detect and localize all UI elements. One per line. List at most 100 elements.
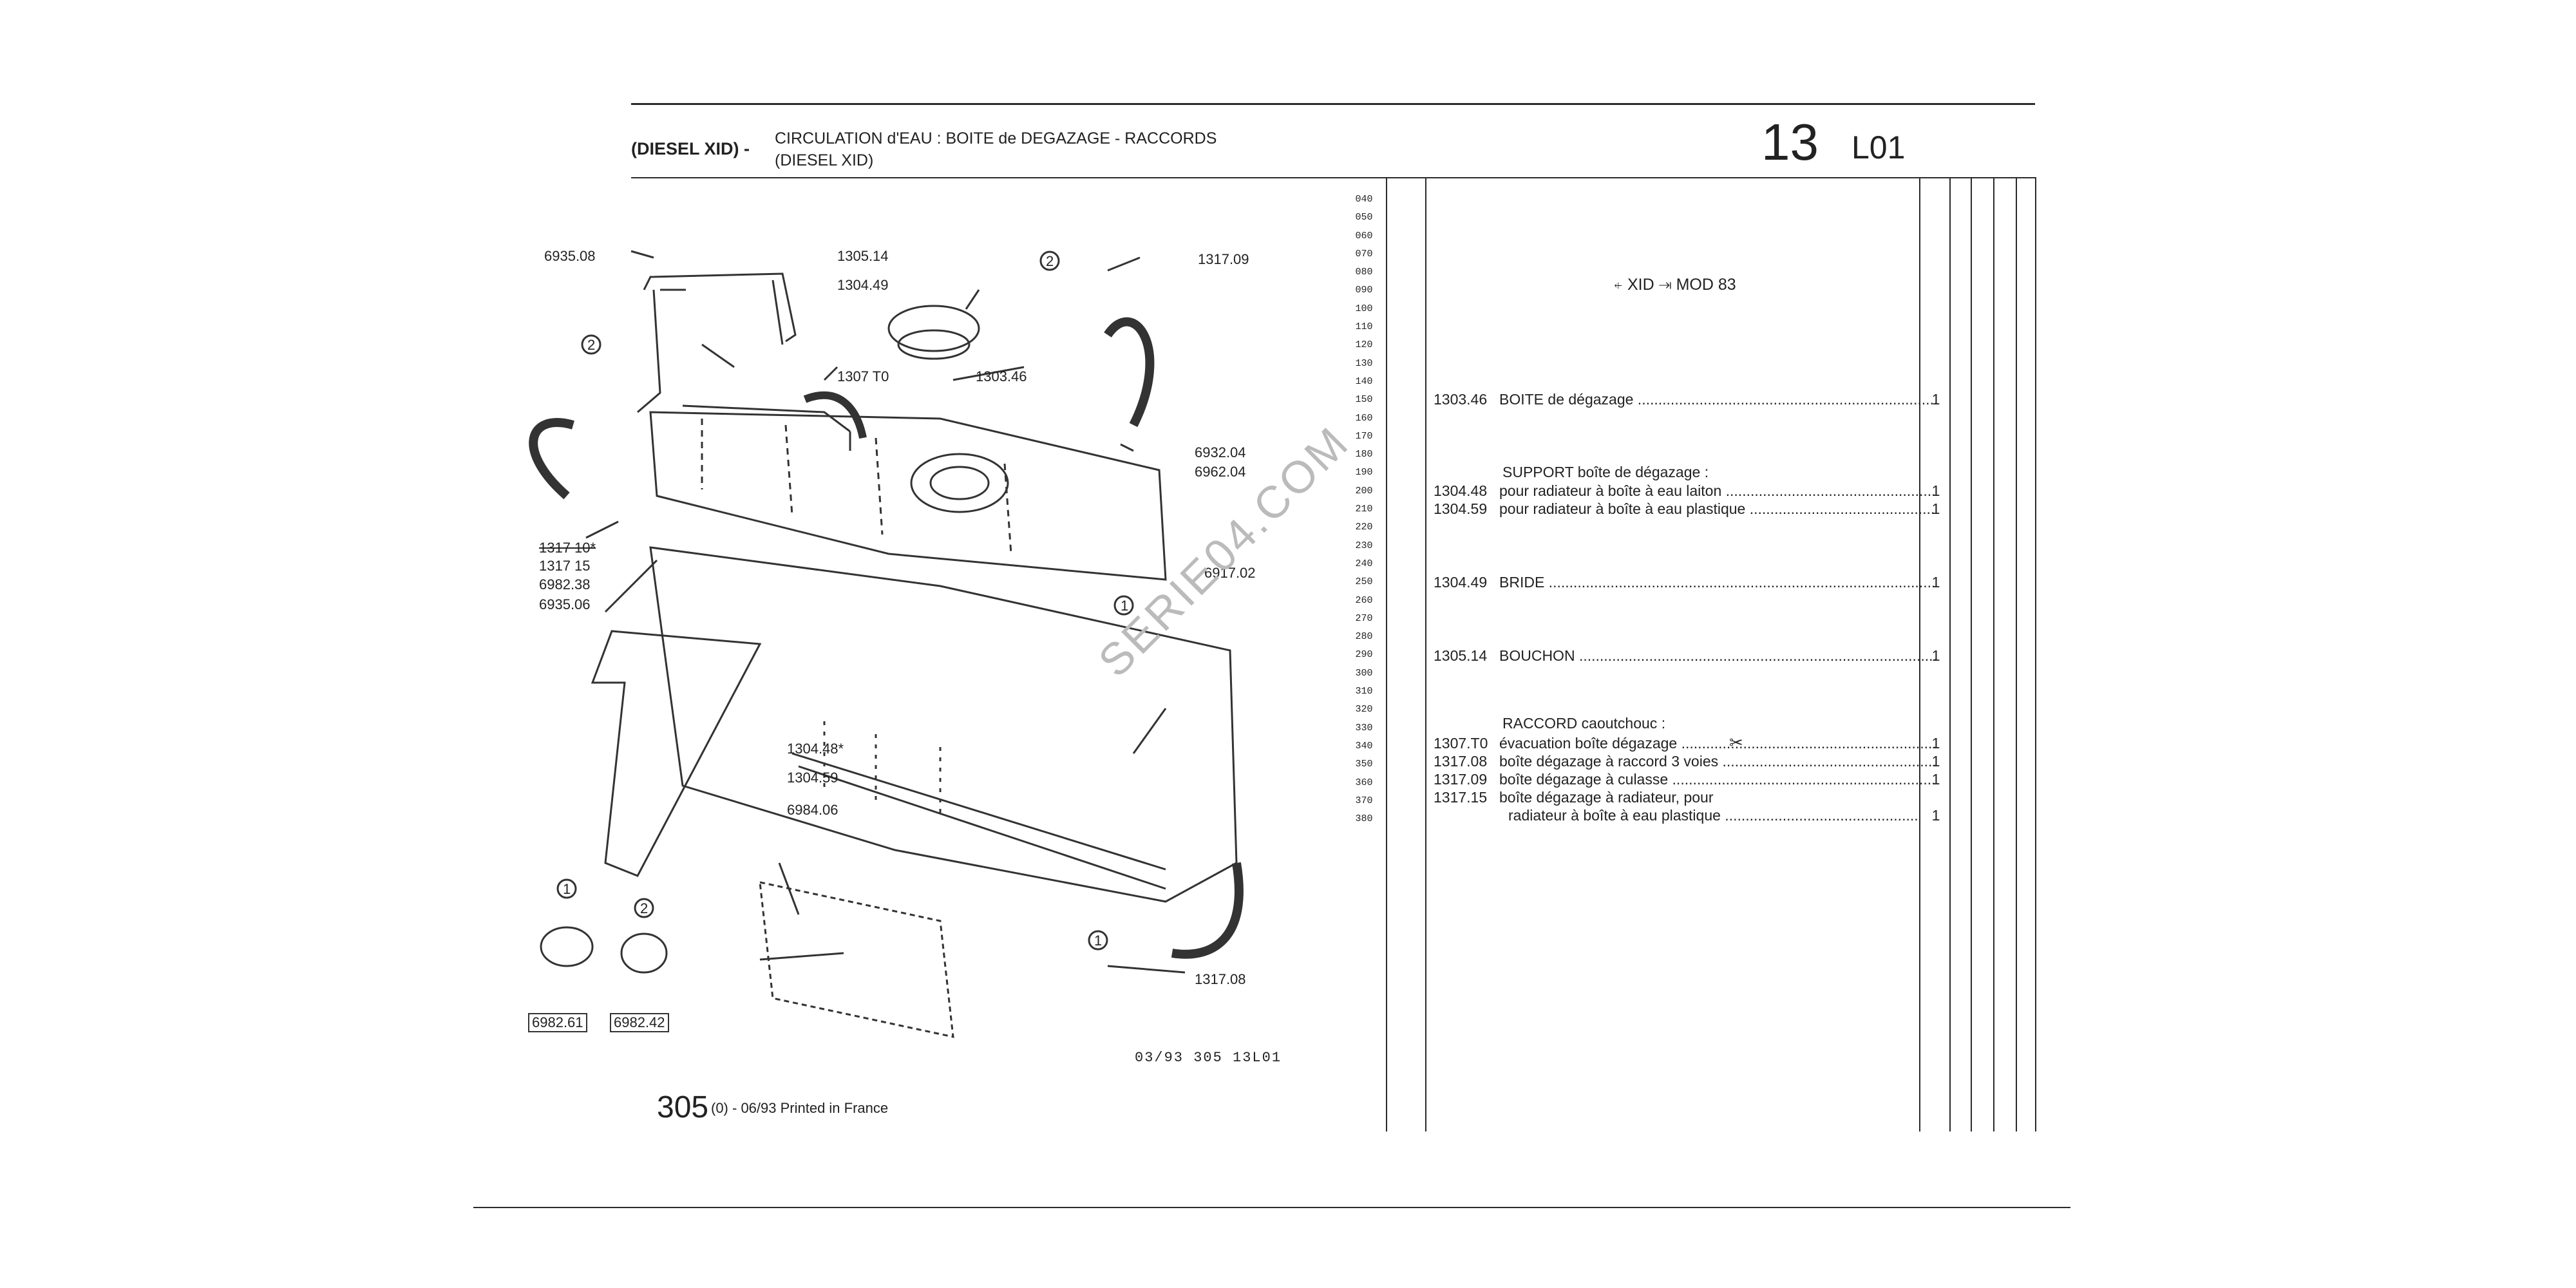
group-number: 13 [1761,113,1819,171]
engine-icon: ⍅ [1613,276,1624,294]
line-code: 280 [1355,631,1373,643]
line-code: 060 [1355,230,1373,242]
qty: 1 [1931,574,1940,591]
qty-divider-2 [1949,177,1951,1132]
line-code: 360 [1355,777,1373,788]
line-code: 230 [1355,540,1373,551]
line-code: 320 [1355,704,1373,715]
line-code: 170 [1355,430,1373,442]
application-engine: XID [1627,276,1654,294]
collar-6982-42 [620,933,668,974]
diagram-label: 1317.09 [1198,251,1249,267]
group-heading: SUPPORT boîte de dégazage : [1502,464,1709,480]
circle-marker [581,334,601,355]
circle-marker [1039,251,1060,271]
line-code: 380 [1355,813,1373,825]
qty-divider-6 [2035,177,2036,1132]
circle-marker [634,898,654,918]
diagram-label: 1304.49 [837,277,889,293]
qty: 1 [1931,735,1940,752]
top-rule [631,103,2035,105]
qty: 1 [1931,500,1940,517]
line-code: 370 [1355,795,1373,806]
qty: 1 [1931,482,1940,499]
title-line-1: CIRCULATION d'EAU : BOITE de DEGAZAGE - … [775,129,1217,147]
line-code: 240 [1355,558,1373,569]
line-code: 340 [1355,740,1373,752]
diagram-label: 1317 10* [539,540,596,556]
title-line-2: (DIESEL XID) [775,151,874,169]
line-code: 270 [1355,612,1373,624]
diagram-label: 6982.61 [528,1013,587,1032]
diagram-label: 1304.48* [787,741,844,757]
diagram-label: 1317.08 [1195,971,1246,987]
diagram-label: 1317 15 [539,558,591,574]
marker-number: 1 [1121,598,1129,614]
diagram-label: 6935.06 [539,596,591,612]
line-code: 150 [1355,394,1373,406]
qty-divider-1 [1919,177,1920,1132]
line-code: 180 [1355,449,1373,460]
catalog-number: 305 [657,1090,709,1124]
qty: 1 [1931,647,1940,664]
line-code: 190 [1355,467,1373,478]
hose-1317-09 [1104,317,1155,428]
marker-number: 2 [640,900,649,916]
line-code: 140 [1355,375,1373,387]
line-code: 130 [1355,357,1373,369]
qty-divider-5 [2016,177,2017,1132]
diagram-label: 6935.08 [544,248,596,264]
bracket-1304-49 [637,272,797,413]
col-divider-left [1386,177,1387,1132]
marker-number: 2 [1046,253,1054,269]
support-1304-48 [591,630,762,877]
diagram-label: 1307 T0 [837,368,889,384]
diagram-label: 6982.38 [539,576,591,592]
marker-number: 1 [563,881,571,897]
line-code: 040 [1355,194,1373,205]
line-code: 220 [1355,522,1373,533]
cap-1305-14 [887,305,980,352]
arrow-to-icon: ⇥ [1658,276,1672,294]
line-code: 300 [1355,667,1373,679]
hose-1307-t0 [803,391,867,439]
line-code: 070 [1355,248,1373,260]
line-code: 050 [1355,212,1373,223]
bottom-rule [473,1207,2070,1208]
marker-number: 2 [587,337,596,353]
diagram-label: 6984.06 [787,802,838,818]
hose-left [529,418,574,500]
exploded-diagram [529,250,1244,1038]
diagram-label: 6917.02 [1204,565,1256,581]
line-code: 310 [1355,686,1373,697]
circle-marker [1088,930,1108,951]
line-code: 260 [1355,594,1373,606]
fan-box [759,881,954,1038]
qty: 1 [1931,807,1940,824]
line-code: 200 [1355,485,1373,497]
radiator [649,546,1238,903]
line-code: 250 [1355,576,1373,588]
list-item-continuation: radiateur à boîte à eau plastique [1508,806,1920,825]
page-title: CIRCULATION d'EAU : BOITE de DEGAZAGE - … [775,128,1217,171]
scissors-icon: ✂ [1729,733,1743,752]
model-label: (DIESEL XID) - [631,139,750,158]
tank-top [649,411,1167,581]
line-code: 110 [1355,321,1373,333]
qty-divider-4 [1993,177,1994,1132]
diagram-label: 6932.04 [1195,444,1246,460]
application-row: ⍅ XID ⇥ MOD 83 [1613,276,1736,294]
page-code: L01 [1852,129,1906,166]
diagram-label: 1303.46 [976,368,1027,384]
collar-6982-61 [540,926,594,967]
diagram-label: 6982.42 [610,1013,669,1032]
header-rule [631,177,2035,178]
